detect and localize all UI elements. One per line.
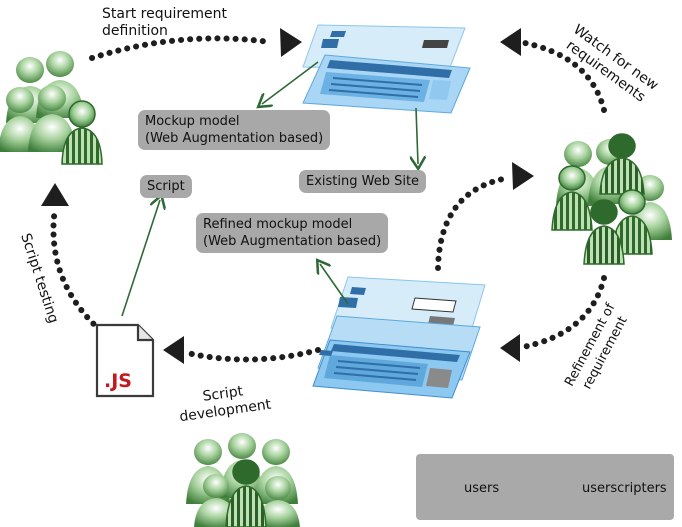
- line-to-refined: [320, 264, 349, 305]
- label-refined-mockup: Refined mockup model (Web Augmentation b…: [196, 213, 389, 253]
- mockup-pages-bottom: [312, 276, 486, 399]
- line-to-script: [121, 200, 160, 317]
- userscripter-icon: [599, 133, 645, 195]
- web-page-layer-icon: [312, 339, 471, 399]
- arc-to-userscripters: [435, 175, 511, 271]
- arrowhead-left-mid: [500, 334, 520, 362]
- userscripter-icon: [61, 100, 103, 165]
- arrowhead-up-left: [41, 183, 69, 206]
- arrowhead-right-mid: [512, 162, 534, 190]
- legend: users userscripters: [416, 454, 674, 520]
- connector-lines: [121, 61, 418, 317]
- user-group-icon: [186, 433, 300, 527]
- arrowhead-left-bottom: [163, 336, 184, 364]
- line-to-existing: [416, 107, 418, 164]
- label-start-line1: Start requirement: [102, 6, 228, 22]
- label-start-line2: definition: [102, 23, 168, 39]
- js-file-icon: [95, 323, 155, 398]
- web-page-layer-icon: [302, 54, 471, 114]
- arrowhead-right-top: [280, 28, 302, 57]
- legend-userscripters-label: userscripters: [582, 481, 667, 496]
- arc-script-testing: [50, 205, 103, 333]
- arrowhead-left-top: [500, 28, 521, 56]
- arc-script-dev: [180, 347, 321, 363]
- line-to-mockup: [262, 61, 319, 104]
- arc-refinement: [515, 275, 607, 351]
- legend-users-label: users: [464, 481, 500, 496]
- js-file-label: .JS: [104, 370, 132, 392]
- arc-start-to-mockup: [89, 35, 273, 61]
- arc-watch: [517, 39, 607, 113]
- cycle-arrows: [50, 35, 607, 363]
- label-existing-web-site: Existing Web Site: [299, 170, 427, 193]
- label-mockup-model: Mockup model (Web Augmentation based): [138, 110, 331, 150]
- user-group-icon: [551, 133, 672, 265]
- label-script: Script: [140, 175, 192, 198]
- user-group-icon: [0, 51, 103, 165]
- mockup-pages-top: [302, 24, 471, 114]
- userscripter-icon: [225, 459, 267, 527]
- cycle-arrowheads: [41, 28, 534, 364]
- label-start-requirement: Start requirement definition: [102, 6, 227, 40]
